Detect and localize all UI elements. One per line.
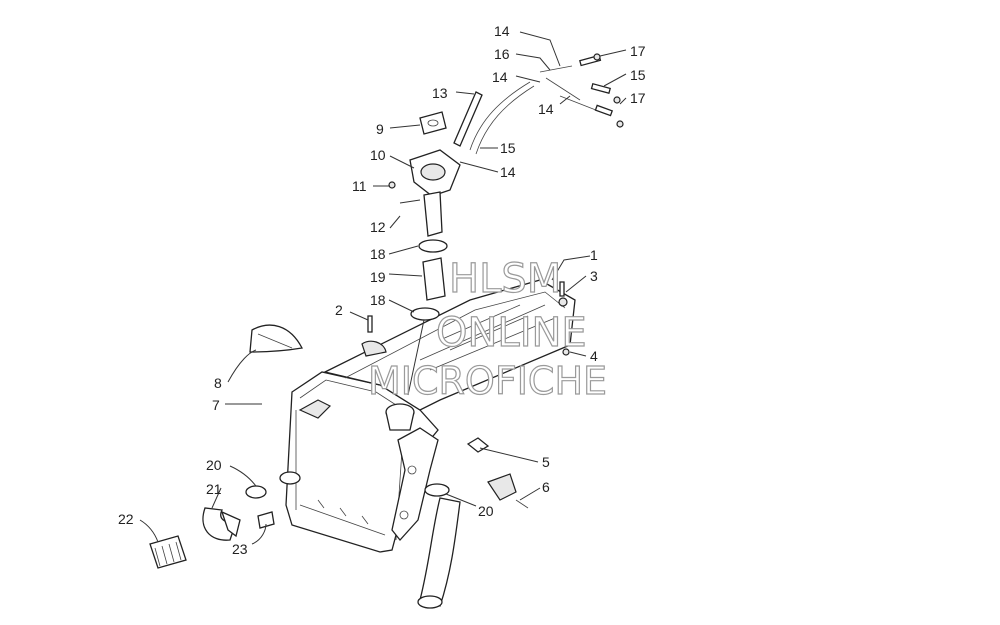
outlet-hose (419, 497, 461, 607)
callout-16: 16 (494, 46, 510, 62)
callout-18a: 18 (370, 246, 386, 262)
vent-tube (453, 91, 483, 147)
vent-fittings (539, 53, 624, 128)
fasteners (361, 281, 570, 357)
drain-cap (257, 511, 275, 529)
heat-shield (249, 324, 303, 353)
tank-body (279, 279, 576, 553)
callout-21: 21 (206, 481, 222, 497)
callout-15b: 15 (630, 67, 646, 83)
callout-12: 12 (370, 219, 386, 235)
callout-17b: 17 (630, 90, 646, 106)
callout-8: 8 (214, 375, 222, 391)
filler-neck-assembly (388, 111, 461, 237)
callout-13: 13 (432, 85, 448, 101)
callout-14c: 14 (538, 101, 554, 117)
clamp-upper (418, 239, 448, 253)
callout-labels: 1 2 3 4 5 6 7 8 9 10 11 12 13 14 14 14 1… (118, 23, 646, 557)
leader-lines (139, 31, 627, 545)
callout-11: 11 (352, 178, 367, 194)
callout-6: 6 (542, 479, 550, 495)
callout-18b: 18 (370, 292, 386, 308)
callout-23: 23 (232, 541, 248, 557)
callout-15a: 15 (500, 140, 516, 156)
gasket (466, 437, 490, 453)
callout-19: 19 (370, 269, 386, 285)
watermark-line1: HLSM (449, 256, 561, 302)
watermark-line3: MICROFICHE (368, 359, 607, 403)
callout-22: 22 (118, 511, 134, 527)
watermark: HLSM ONLINE MICROFICHE (367, 255, 607, 403)
callout-14b: 14 (492, 69, 508, 85)
vent-hose (469, 81, 535, 155)
callout-20b: 20 (478, 503, 494, 519)
callout-20a: 20 (206, 457, 222, 473)
filler-hose (422, 257, 446, 301)
watermark-line2: ONLINE (436, 310, 587, 356)
callout-4: 4 (590, 348, 598, 364)
callout-7: 7 (212, 397, 220, 413)
clamp-outlet (424, 483, 450, 497)
bracket (487, 473, 517, 501)
callout-5: 5 (542, 454, 550, 470)
callout-1: 1 (590, 247, 598, 263)
callout-14d: 14 (500, 164, 516, 180)
drain-coupler (149, 535, 187, 569)
callout-9: 9 (376, 121, 384, 137)
callout-3: 3 (590, 268, 598, 284)
callout-10: 10 (370, 147, 386, 163)
clamp-lower (410, 307, 440, 321)
clamp-left (245, 485, 267, 499)
callout-17a: 17 (630, 43, 646, 59)
callout-2: 2 (335, 302, 343, 318)
callout-14a: 14 (494, 23, 510, 39)
